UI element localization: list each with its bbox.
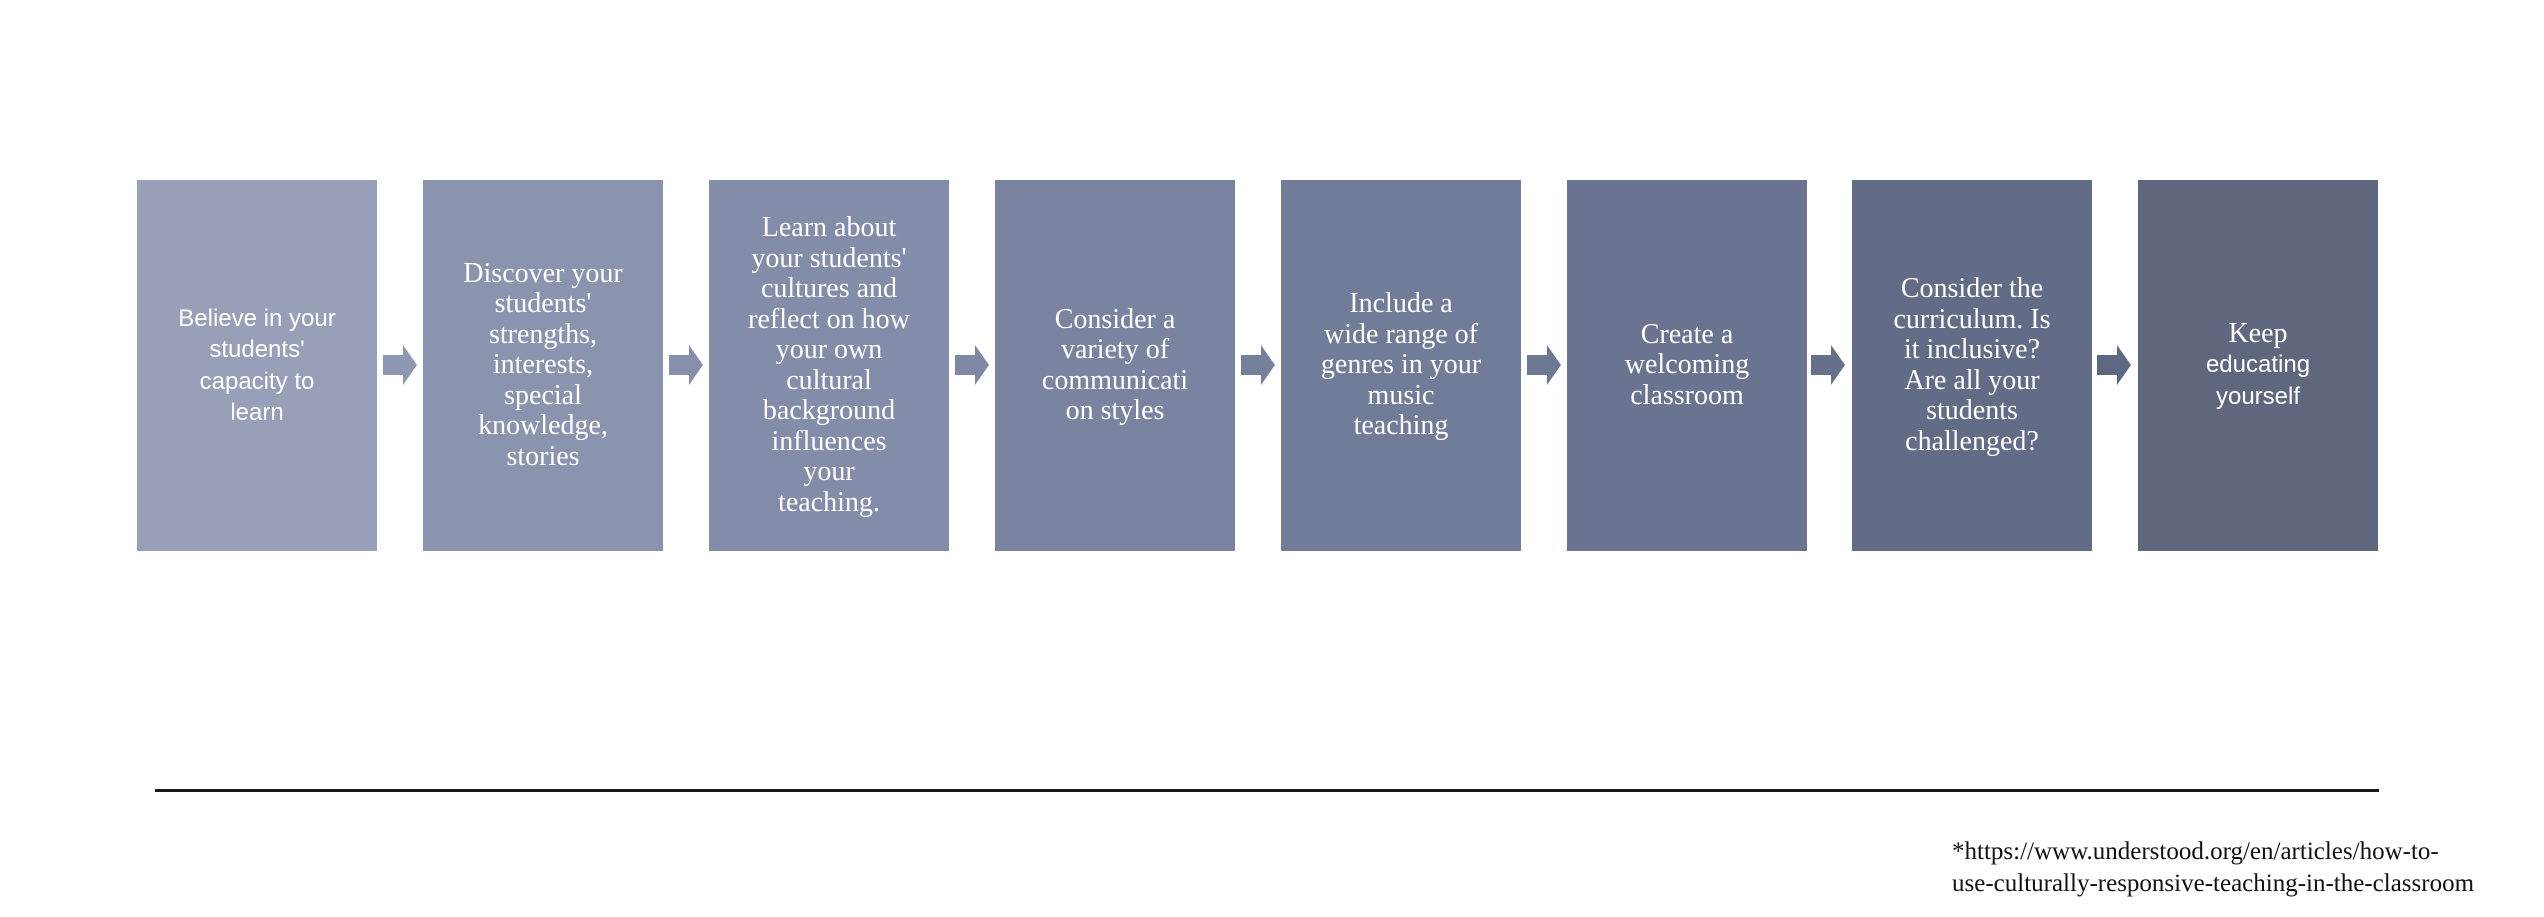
step-text-line: variety of (1060, 334, 1170, 365)
step-text-line: students' (209, 336, 305, 363)
step-text-line: students (1926, 395, 2018, 426)
step-3-box: Learn about your students' cultures and … (709, 180, 949, 551)
step-text-line: music (1367, 379, 1435, 411)
step-text-line: Believe in your (178, 304, 336, 332)
step-text-line: stories (506, 440, 580, 472)
footnote-line: use-culturally-responsive-teaching-in-th… (1952, 870, 2475, 897)
step-4-text: Consider a variety of communicati on sty… (1003, 303, 1227, 427)
step-text-line: Consider the (1900, 273, 2044, 304)
step-text-line: Discover your (463, 257, 623, 289)
step-5-text: Include a wide range of genres in your m… (1289, 289, 1513, 442)
step-7-box: Consider the curriculum. Is it inclusive… (1852, 180, 2092, 551)
step-6-text: Create a welcoming classroom (1575, 318, 1799, 412)
step-text-line: background (762, 395, 896, 426)
step-8-text: Keep educating yourself (2146, 317, 2370, 413)
step-text-line: teaching. (778, 486, 880, 518)
step-text-line: educating (2205, 351, 2311, 379)
step-text-line: teaching (1353, 410, 1449, 442)
footnote-line: *https://www.understood.org/en/articles/… (1952, 838, 2439, 865)
step-2-text: Discover your students' strengths, inter… (431, 257, 655, 473)
step-text-line: interests, (492, 349, 594, 381)
step-text-line: Create a (1640, 318, 1734, 350)
step-text-line: genres in your (1320, 349, 1482, 381)
step-text-line: challenged? (1905, 425, 2039, 457)
step-text-line: reflect on how (748, 303, 910, 335)
right-arrow-icon (1811, 345, 1845, 385)
step-text-line: influences (771, 425, 887, 457)
step-5-box: Include a wide range of genres in your m… (1281, 180, 1521, 551)
step-4-box: Consider a variety of communicati on sty… (995, 180, 1235, 551)
step-2-box: Discover your students' strengths, inter… (423, 180, 663, 551)
step-text-line: on styles (1065, 395, 1165, 426)
step-text-line: your students' (751, 242, 907, 274)
footnote-divider (155, 789, 2379, 792)
right-arrow-icon (383, 345, 417, 385)
step-text-line: classroom (1630, 379, 1744, 411)
step-text-line: your (803, 456, 855, 487)
step-7-text: Consider the curriculum. Is it inclusive… (1860, 273, 2084, 457)
step-text-line: students' (494, 288, 592, 320)
step-text-line: your own (775, 334, 883, 365)
step-1-box: Believe in your students' capacity to le… (137, 180, 377, 551)
step-text-line: cultural (786, 364, 872, 396)
footnote-source: *https://www.understood.org/en/articles/… (1952, 836, 2474, 900)
right-arrow-icon (1527, 345, 1561, 385)
step-text-line: learn (230, 399, 284, 426)
step-text-line: Consider a (1054, 303, 1176, 335)
step-text-line: Are all your (1904, 364, 2040, 396)
step-text-line: Learn about (761, 212, 897, 243)
right-arrow-icon (669, 345, 703, 385)
step-text-line: Keep (2228, 317, 2288, 349)
step-6-box: Create a welcoming classroom (1567, 180, 1807, 551)
step-text-line: special (504, 379, 582, 411)
step-text-line: Include a (1349, 288, 1453, 320)
step-text-line: knowledge, (478, 410, 608, 442)
step-1-text: Believe in your students' capacity to le… (145, 303, 369, 429)
step-text-line: it inclusive? (1903, 334, 2041, 365)
right-arrow-icon (1241, 345, 1275, 385)
step-text-line: strengths, (488, 318, 598, 350)
right-arrow-icon (2097, 345, 2131, 385)
step-text-line: yourself (2215, 382, 2301, 410)
step-8-box: Keep educating yourself (2138, 180, 2378, 551)
step-text-line: cultures and (760, 273, 898, 304)
step-text-line: capacity to (199, 367, 315, 395)
step-text-line: communicati (1041, 364, 1189, 396)
step-text-line: welcoming (1624, 349, 1750, 381)
right-arrow-icon (955, 345, 989, 385)
step-text-line: wide range of (1324, 318, 1478, 350)
step-text-line: curriculum. Is (1893, 303, 2051, 335)
step-3-text: Learn about your students' cultures and … (717, 212, 941, 518)
